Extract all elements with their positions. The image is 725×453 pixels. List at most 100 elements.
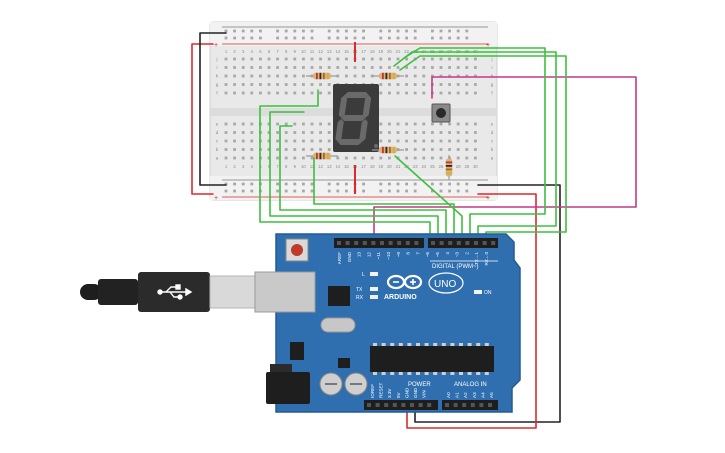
wire-green-7[interactable]	[393, 51, 557, 239]
breadboard-hole	[293, 156, 297, 160]
usb-cable[interactable]	[80, 272, 263, 312]
seven-segment-display[interactable]	[333, 84, 379, 152]
column-number-top: 7	[276, 49, 279, 54]
rail-plus-label-top-right: +	[486, 42, 490, 49]
pin-label: IOREF	[370, 384, 375, 398]
breadboard-hole	[439, 148, 443, 151]
wire-green-3[interactable]	[279, 125, 447, 239]
breadboard-hole	[276, 122, 279, 126]
breadboard-hole	[293, 131, 297, 134]
breadboard-hole	[250, 156, 254, 160]
column-number-bottom: 23	[413, 164, 418, 169]
column-number-bottom: 14	[335, 164, 340, 169]
rail-hole	[250, 189, 254, 193]
breadboard-hole	[233, 57, 236, 61]
wire-red-5v[interactable]	[406, 193, 537, 429]
breadboard-hole	[465, 83, 469, 86]
breadboard-hole	[388, 83, 391, 86]
breadboard-hole	[284, 57, 288, 61]
breadboard-hole	[396, 139, 400, 143]
breadboard-hole	[284, 139, 288, 143]
column-number-bottom: 29	[464, 164, 469, 169]
row-letter-right: g	[491, 82, 494, 87]
breadboard-hole	[448, 83, 451, 86]
wire-green-2[interactable]	[269, 111, 439, 239]
wire-green-1[interactable]	[259, 89, 431, 239]
rail-hole	[233, 29, 236, 33]
column-number-bottom: 8	[285, 164, 288, 169]
breadboard-hole	[293, 66, 297, 69]
breadboard-hole	[276, 57, 279, 61]
breadboard-hole	[474, 66, 477, 69]
breadboard-hole	[276, 148, 279, 151]
breadboard-hole	[413, 122, 417, 126]
breadboard-hole	[345, 156, 348, 160]
rail-hole	[388, 29, 391, 33]
rail-hole	[302, 189, 305, 193]
wire-green-8[interactable]	[399, 55, 567, 239]
usb-b-port	[254, 271, 316, 313]
rail-hole	[310, 182, 314, 186]
rail-hole	[250, 29, 254, 33]
wire-black-ground[interactable]	[414, 184, 561, 423]
wire-green-4[interactable]	[313, 157, 455, 239]
breadboard-hole	[474, 156, 477, 160]
breadboard-hole	[233, 91, 236, 95]
rail-hole	[241, 36, 245, 40]
breadboard-hole	[474, 131, 477, 134]
push-button[interactable]	[431, 103, 451, 123]
breadboard-hole	[379, 57, 383, 61]
row-letter-left: b	[216, 147, 219, 152]
breadboard-hole	[241, 139, 245, 143]
pin-label: 4	[445, 252, 450, 255]
row-letter-left: h	[216, 74, 219, 79]
rail-hole	[353, 29, 357, 33]
segment-c	[359, 119, 368, 142]
breadboard-hole	[233, 66, 236, 69]
l-led-label: L	[362, 272, 365, 278]
breadboard-hole	[336, 66, 340, 69]
resistor-top-right[interactable]	[372, 72, 404, 80]
resistor-bottom-right[interactable]	[372, 146, 404, 154]
rail-hole	[276, 36, 279, 40]
breadboard-hole	[439, 66, 443, 69]
rail-hole	[379, 189, 383, 193]
rail-hole	[456, 36, 460, 40]
breadboard-hole	[250, 83, 254, 86]
row-letter-left: g	[216, 82, 219, 87]
column-number-top: 8	[285, 49, 288, 54]
rail-hole	[293, 182, 297, 186]
column-number-top: 5	[259, 49, 262, 54]
rail-hole	[233, 182, 236, 186]
tx-led-label: TX	[356, 287, 363, 293]
resistor-top-left[interactable]	[306, 72, 338, 80]
column-number-top: 14	[335, 49, 340, 54]
brand-label: ARDUINO	[384, 294, 417, 301]
breadboard-hole	[284, 131, 288, 134]
resistor-pulldown[interactable]	[445, 155, 453, 180]
breadboard-hole	[405, 91, 408, 95]
wire-magenta-button[interactable]	[373, 76, 637, 239]
rail-hole	[327, 29, 331, 33]
breadboard-hole	[224, 122, 228, 126]
breadboard-hole	[413, 83, 417, 86]
wire-green-5[interactable]	[394, 155, 463, 239]
breadboard-hole	[233, 148, 236, 151]
breadboard-hole	[422, 156, 426, 160]
rail-hole	[259, 36, 262, 40]
wire-black-left-rail[interactable]	[199, 32, 227, 186]
wire-red-left-rail[interactable]	[191, 43, 214, 195]
rail-hole	[293, 29, 297, 33]
breadboard-hole	[431, 66, 434, 69]
row-letter-left: f	[216, 91, 218, 96]
resistor-bottom-left[interactable]	[306, 152, 338, 160]
rail-hole	[224, 182, 228, 186]
breadboard-hole	[422, 83, 426, 86]
breadboard-hole	[302, 74, 305, 78]
wire-green-6[interactable]	[403, 47, 546, 239]
breadboard-hole	[465, 91, 469, 95]
breadboard-hole	[293, 83, 297, 86]
breadboard-hole	[396, 83, 400, 86]
